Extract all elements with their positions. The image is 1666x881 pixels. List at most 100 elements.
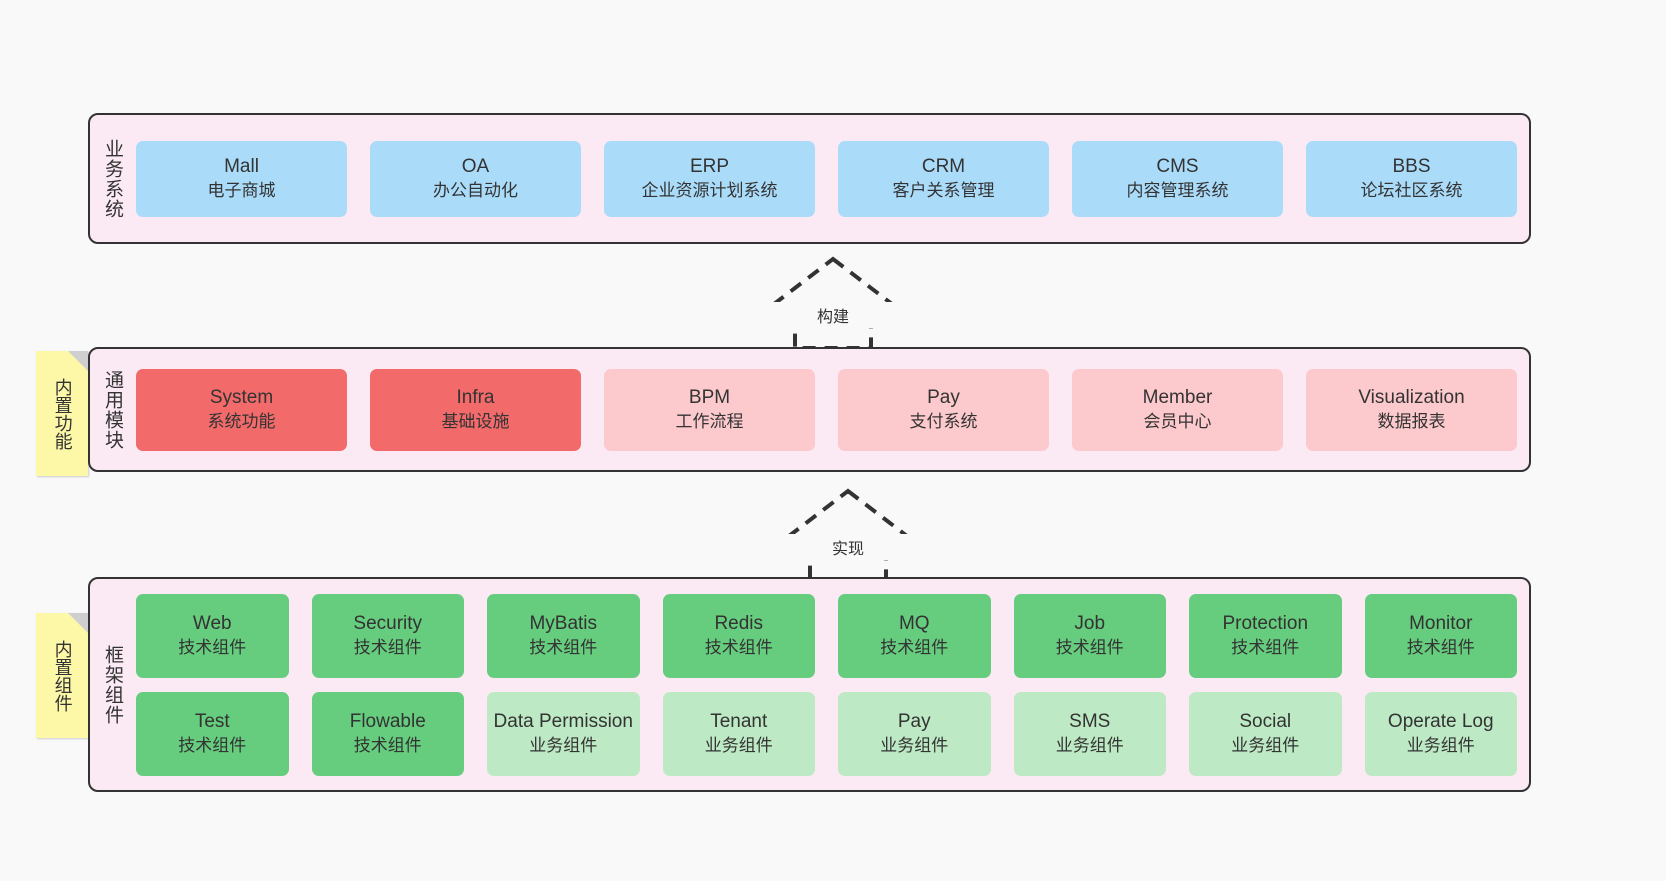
component-card-mybatis[interactable]: MyBatis 技术组件 — [487, 593, 640, 678]
note-builtin-function-text: 内置功能 — [52, 377, 73, 450]
component-name: ERP — [689, 155, 730, 177]
component-subtitle: 技术组件 — [1055, 637, 1124, 657]
component-subtitle: 业务组件 — [1406, 735, 1475, 755]
component-subtitle: 支付系统 — [909, 411, 978, 431]
note-builtin-component-text: 内置组件 — [52, 639, 73, 712]
component-name: Mall — [224, 155, 259, 177]
component-card-bbs[interactable]: BBS 论坛社区系统 — [1306, 140, 1517, 217]
component-subtitle: 业务组件 — [1231, 735, 1300, 755]
note-fold-icon — [68, 613, 88, 633]
component-card-cms[interactable]: CMS 内容管理系统 — [1072, 140, 1283, 217]
component-card-bpm[interactable]: BPM 工作流程 — [604, 368, 815, 451]
implement-arrow: 实现 — [768, 487, 928, 582]
build-arrow-label: 构建 — [753, 302, 913, 328]
component-name: Pay — [927, 386, 960, 408]
component-name: MyBatis — [529, 612, 598, 634]
component-name: Redis — [714, 612, 764, 634]
component-name: OA — [461, 155, 490, 177]
component-card-data-permission[interactable]: Data Permission 业务组件 — [487, 691, 640, 776]
component-subtitle: 业务组件 — [880, 735, 949, 755]
component-subtitle: 技术组件 — [178, 637, 247, 657]
component-card-redis[interactable]: Redis 技术组件 — [662, 593, 815, 678]
component-name: Web — [192, 612, 232, 634]
component-card-tenant[interactable]: Tenant 业务组件 — [662, 691, 815, 776]
component-name: CMS — [1156, 155, 1199, 177]
layer-title-business: 业务系统 — [102, 138, 124, 219]
component-card-test[interactable]: Test 技术组件 — [136, 691, 289, 776]
component-subtitle: 系统功能 — [207, 411, 276, 431]
component-name: Operate Log — [1387, 710, 1494, 732]
component-subtitle: 技术组件 — [1231, 637, 1300, 657]
implement-arrow-label: 实现 — [768, 534, 928, 560]
component-name: Infra — [456, 386, 495, 408]
component-subtitle: 论坛社区系统 — [1360, 180, 1463, 200]
component-card-member[interactable]: Member 会员中心 — [1072, 368, 1283, 451]
component-subtitle: 工作流程 — [675, 411, 744, 431]
component-card-sms[interactable]: SMS 业务组件 — [1013, 691, 1166, 776]
component-name: Social — [1239, 710, 1292, 732]
component-name: Member — [1142, 386, 1213, 408]
component-subtitle: 技术组件 — [529, 637, 598, 657]
component-name: Security — [353, 612, 423, 634]
layer-title-common: 通用模块 — [102, 369, 124, 450]
component-name: MQ — [898, 612, 930, 634]
component-subtitle: 业务组件 — [529, 735, 598, 755]
component-name: BBS — [1392, 155, 1431, 177]
component-card-social[interactable]: Social 业务组件 — [1189, 691, 1342, 776]
component-card-job[interactable]: Job 技术组件 — [1013, 593, 1166, 678]
component-name: BPM — [688, 386, 731, 408]
component-subtitle: 业务组件 — [704, 735, 773, 755]
component-subtitle: 技术组件 — [178, 735, 247, 755]
component-card-pay[interactable]: Pay 业务组件 — [838, 691, 991, 776]
component-card-mq[interactable]: MQ 技术组件 — [838, 593, 991, 678]
component-subtitle: 办公自动化 — [433, 180, 518, 200]
component-subtitle: 电子商城 — [207, 180, 276, 200]
component-subtitle: 客户关系管理 — [892, 180, 995, 200]
component-name: Flowable — [349, 710, 426, 732]
component-subtitle: 技术组件 — [704, 637, 773, 657]
component-subtitle: 业务组件 — [1055, 735, 1124, 755]
component-name: CRM — [921, 155, 966, 177]
component-subtitle: 技术组件 — [1406, 637, 1475, 657]
component-card-web[interactable]: Web 技术组件 — [136, 593, 289, 678]
component-card-infra[interactable]: Infra 基础设施 — [370, 368, 581, 451]
component-card-crm[interactable]: CRM 客户关系管理 — [838, 140, 1049, 217]
note-builtin-component: 内置组件 — [36, 613, 88, 738]
build-arrow: 构建 — [753, 255, 913, 350]
component-card-oa[interactable]: OA 办公自动化 — [370, 140, 581, 217]
component-card-monitor[interactable]: Monitor 技术组件 — [1364, 593, 1517, 678]
component-name: SMS — [1069, 710, 1111, 732]
component-name: Data Permission — [493, 710, 633, 732]
component-card-pay[interactable]: Pay 支付系统 — [838, 368, 1049, 451]
component-subtitle: 内容管理系统 — [1126, 180, 1229, 200]
component-name: Monitor — [1409, 612, 1473, 634]
component-name: Tenant — [710, 710, 768, 732]
component-name: Visualization — [1358, 386, 1465, 408]
component-subtitle: 基础设施 — [441, 411, 510, 431]
component-card-mall[interactable]: Mall 电子商城 — [136, 140, 347, 217]
component-card-operate-log[interactable]: Operate Log 业务组件 — [1364, 691, 1517, 776]
component-subtitle: 技术组件 — [880, 637, 949, 657]
component-name: Job — [1074, 612, 1106, 634]
component-card-protection[interactable]: Protection 技术组件 — [1189, 593, 1342, 678]
note-builtin-function: 内置功能 — [36, 351, 88, 476]
component-name: Protection — [1222, 612, 1309, 634]
component-name: Pay — [897, 710, 931, 732]
layer-title-framework: 框架组件 — [102, 644, 124, 725]
component-subtitle: 会员中心 — [1143, 411, 1212, 431]
component-name: Test — [194, 710, 230, 732]
